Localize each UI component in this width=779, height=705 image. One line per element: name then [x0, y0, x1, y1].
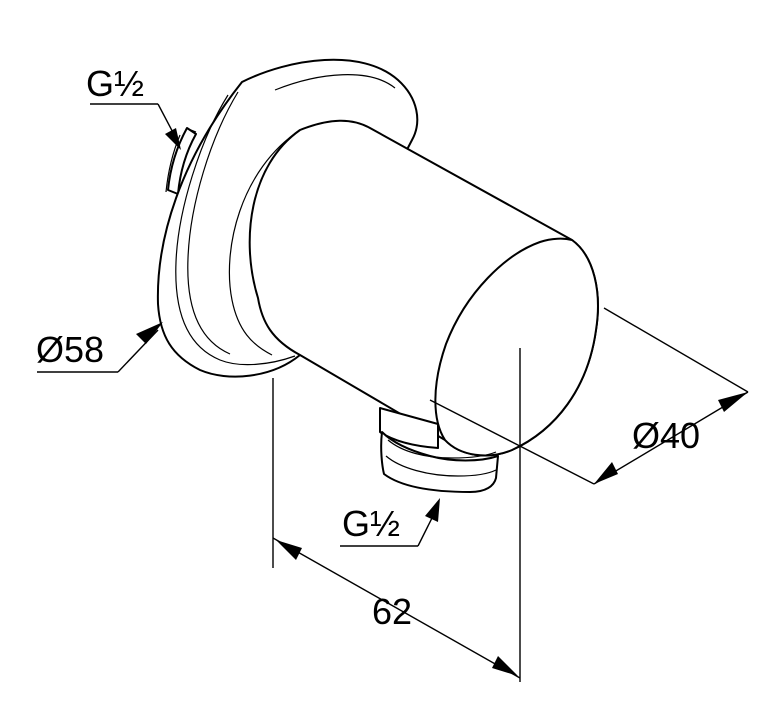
inlet-thread-dimension: G½ — [86, 63, 181, 150]
outlet-nipple — [379, 407, 499, 493]
flange-diameter-label: Ø58 — [36, 329, 104, 370]
outlet-thread-dimension: G½ — [340, 498, 440, 547]
length-dimension: 62 — [272, 348, 521, 682]
body-diameter-dimension: Ø40 — [429, 307, 749, 485]
inlet-thread-label: G½ — [86, 63, 144, 104]
body-diameter-label: Ø40 — [632, 415, 700, 456]
outlet-thread-label: G½ — [342, 503, 400, 544]
cylinder-body — [228, 119, 599, 457]
flange-diameter-dimension: Ø58 — [36, 322, 163, 373]
length-label: 62 — [372, 591, 412, 632]
